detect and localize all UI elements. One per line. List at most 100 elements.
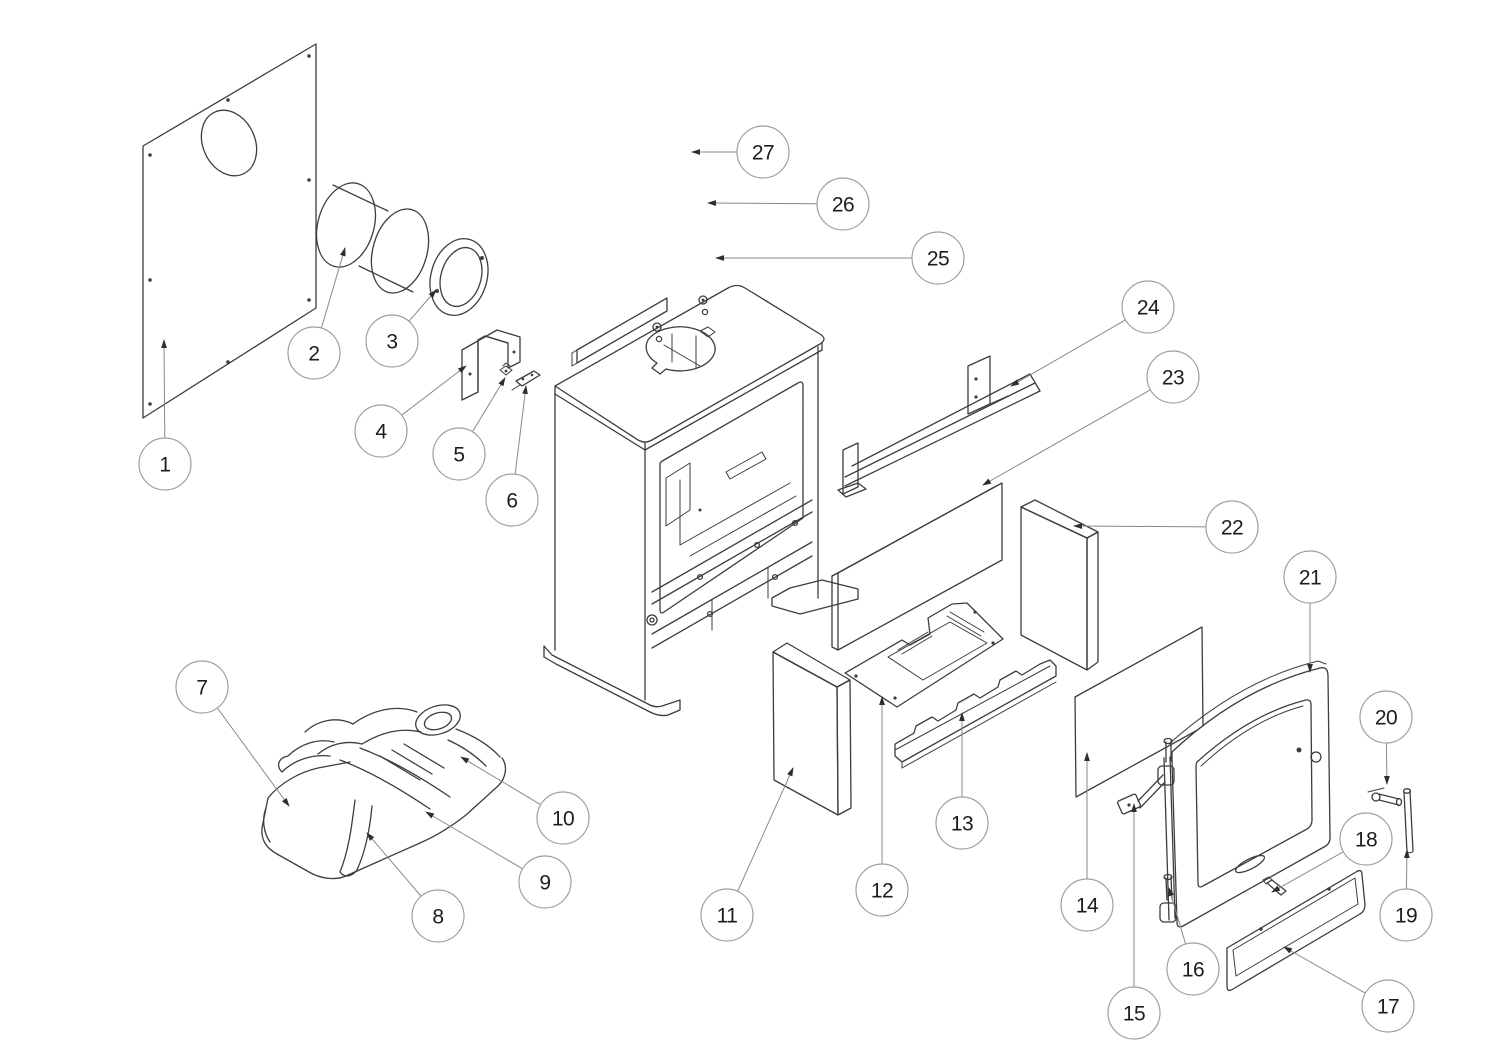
callout-balloon-5	[432, 427, 486, 481]
part-13-front-rail	[894, 659, 1057, 769]
stove-body	[543, 284, 859, 717]
callout-balloon-21	[1283, 550, 1337, 604]
callout-number-12: 12	[871, 880, 893, 903]
callout-5: 5	[432, 377, 506, 481]
callout-26: 26	[707, 177, 870, 231]
callout-balloon-6	[485, 473, 539, 527]
callout-16: 16	[1166, 887, 1220, 996]
callout-12: 12	[855, 696, 909, 917]
leader-line-18	[1271, 851, 1344, 893]
callout-number-24: 24	[1137, 297, 1160, 320]
leader-line-7	[216, 707, 290, 807]
part-6-plate	[511, 370, 541, 391]
callout-number-17: 17	[1377, 996, 1399, 1019]
callout-2: 2	[287, 247, 346, 380]
callout-number-7: 7	[196, 677, 207, 700]
callout-3: 3	[365, 289, 437, 368]
callout-balloon-18	[1339, 812, 1393, 866]
callout-11: 11	[700, 767, 794, 942]
callout-23: 23	[982, 350, 1200, 486]
callout-balloon-13	[935, 796, 989, 850]
leader-line-6	[514, 385, 528, 475]
callout-27: 27	[691, 125, 790, 179]
part-4-bracket	[461, 329, 521, 401]
callout-balloon-14	[1060, 878, 1114, 932]
leader-line-10	[460, 756, 541, 806]
leader-line-5	[472, 377, 506, 433]
callout-balloon-12	[855, 863, 909, 917]
callout-14: 14	[1060, 752, 1114, 932]
part-23-rear-brick	[831, 482, 1003, 651]
callout-balloon-24	[1121, 280, 1175, 334]
callout-number-22: 22	[1221, 517, 1243, 540]
callout-balloon-11	[700, 888, 754, 942]
callout-balloon-22	[1205, 500, 1259, 554]
callout-balloon-4	[354, 404, 408, 458]
callout-number-5: 5	[453, 444, 464, 467]
part-7-10-log-set	[261, 704, 507, 880]
callout-balloon-27	[736, 125, 790, 179]
callout-19: 19	[1379, 849, 1433, 942]
callout-number-16: 16	[1182, 959, 1204, 982]
part-5-screw	[499, 362, 513, 376]
leader-line-22	[1073, 523, 1207, 529]
callout-number-23: 23	[1162, 367, 1184, 390]
leader-line-11	[737, 767, 794, 892]
callout-20: 20	[1359, 690, 1413, 785]
callout-21: 21	[1283, 550, 1337, 673]
part-2-flue-pipe	[315, 182, 430, 294]
callout-18: 18	[1271, 812, 1393, 893]
leader-line-1	[161, 339, 167, 439]
leader-line-24	[1010, 319, 1126, 387]
callout-15: 15	[1107, 803, 1161, 1040]
callout-4: 4	[354, 365, 467, 458]
leader-line-4	[401, 365, 467, 416]
callout-number-3: 3	[386, 331, 397, 354]
callout-number-9: 9	[539, 872, 550, 895]
callout-17: 17	[1283, 946, 1415, 1033]
callout-number-18: 18	[1355, 829, 1377, 852]
leader-line-9	[425, 811, 523, 870]
part-1-rear-panel	[142, 43, 317, 419]
callout-number-8: 8	[432, 906, 443, 929]
leader-line-16	[1168, 887, 1187, 945]
callout-13: 13	[935, 712, 989, 850]
callout-balloon-17	[1361, 979, 1415, 1033]
leader-line-23	[982, 389, 1151, 486]
callout-7: 7	[175, 660, 290, 807]
leader-line-3	[408, 289, 437, 322]
part-17-bottom-grille	[1226, 869, 1366, 992]
leader-line-19	[1403, 849, 1410, 890]
part-24-rear-rail	[837, 355, 1041, 498]
callout-balloon-23	[1146, 350, 1200, 404]
callout-number-15: 15	[1123, 1003, 1145, 1026]
callout-balloon-20	[1359, 690, 1413, 744]
callout-number-27: 27	[752, 142, 774, 165]
callout-6: 6	[485, 385, 539, 527]
callout-balloon-7	[175, 660, 229, 714]
callout-number-26: 26	[832, 194, 854, 217]
leader-line-2	[320, 247, 346, 329]
part-11-left-brick	[772, 642, 852, 816]
part-19-handle-rod	[1402, 788, 1414, 854]
callout-number-10: 10	[552, 808, 574, 831]
callout-25: 25	[715, 231, 965, 285]
leader-line-26	[707, 200, 818, 206]
callout-balloon-10	[536, 791, 590, 845]
callout-number-19: 19	[1395, 905, 1417, 928]
part-20-latch-bolt	[1367, 787, 1403, 807]
callout-balloon-26	[816, 177, 870, 231]
callout-balloon-3	[365, 314, 419, 368]
callout-9: 9	[425, 811, 572, 909]
callout-number-25: 25	[927, 248, 949, 271]
callout-balloon-15	[1107, 986, 1161, 1040]
callout-balloon-25	[911, 231, 965, 285]
callout-balloon-9	[518, 855, 572, 909]
leader-line-8	[366, 832, 422, 897]
callout-balloon-8	[411, 889, 465, 943]
callout-number-14: 14	[1076, 895, 1099, 918]
part-21-door	[1157, 660, 1331, 928]
